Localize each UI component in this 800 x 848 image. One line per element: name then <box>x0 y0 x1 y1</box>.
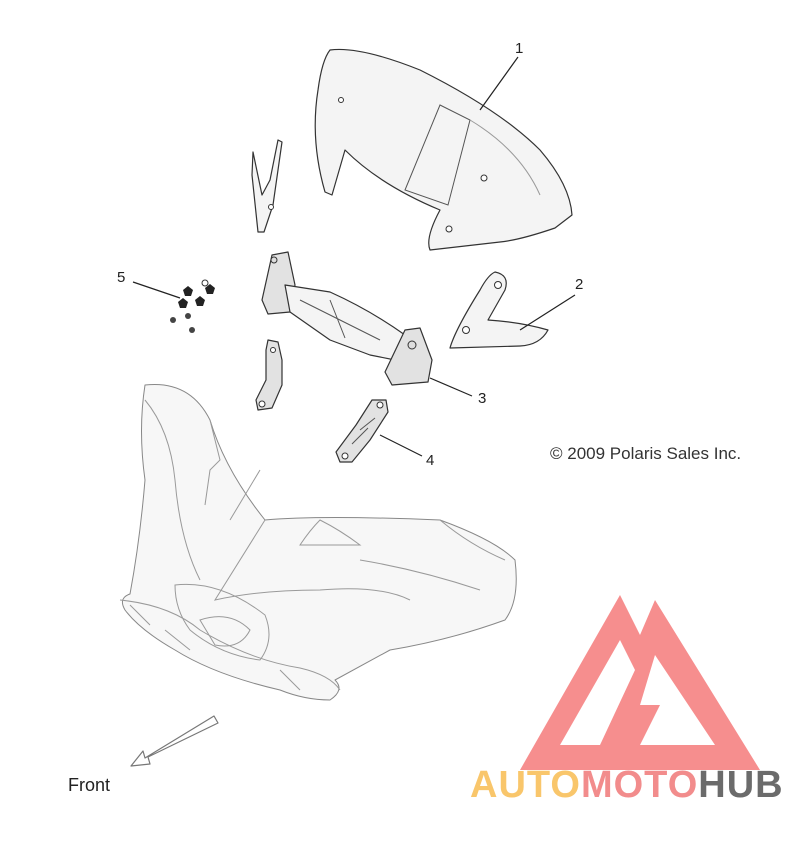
leader-line-2 <box>519 294 576 331</box>
side-deflector-right <box>449 271 549 349</box>
callout-5: 5 <box>117 269 125 286</box>
leader-line-4 <box>379 434 423 457</box>
brand-hub: HUB <box>698 764 783 806</box>
hood-assembly <box>119 383 517 701</box>
brand-auto: AUTO <box>470 764 581 806</box>
callout-1: 1 <box>515 40 523 57</box>
mounting-bar-part <box>261 251 433 386</box>
callout-4: 4 <box>426 452 434 469</box>
front-label: Front <box>68 775 110 795</box>
leader-line-1 <box>479 56 519 111</box>
callout-3: 3 <box>478 390 486 407</box>
brand-wordmark: AUTOMOTOHUB <box>470 764 784 806</box>
windshield-part <box>314 48 573 251</box>
callout-2: 2 <box>575 276 583 293</box>
copyright-notice: © 2009 Polaris Sales Inc. <box>550 444 741 463</box>
leader-line-3 <box>429 377 473 397</box>
brand-moto: MOTO <box>581 764 698 806</box>
front-direction-arrow <box>130 715 219 767</box>
mount-bracket-part <box>335 399 389 463</box>
leader-line-5 <box>132 281 181 299</box>
mount-bracket-left <box>255 339 283 411</box>
fasteners-part <box>170 279 215 333</box>
logo-triangle-mark <box>520 595 760 770</box>
automotohub-logo <box>520 595 760 770</box>
side-deflector-left <box>251 139 283 233</box>
